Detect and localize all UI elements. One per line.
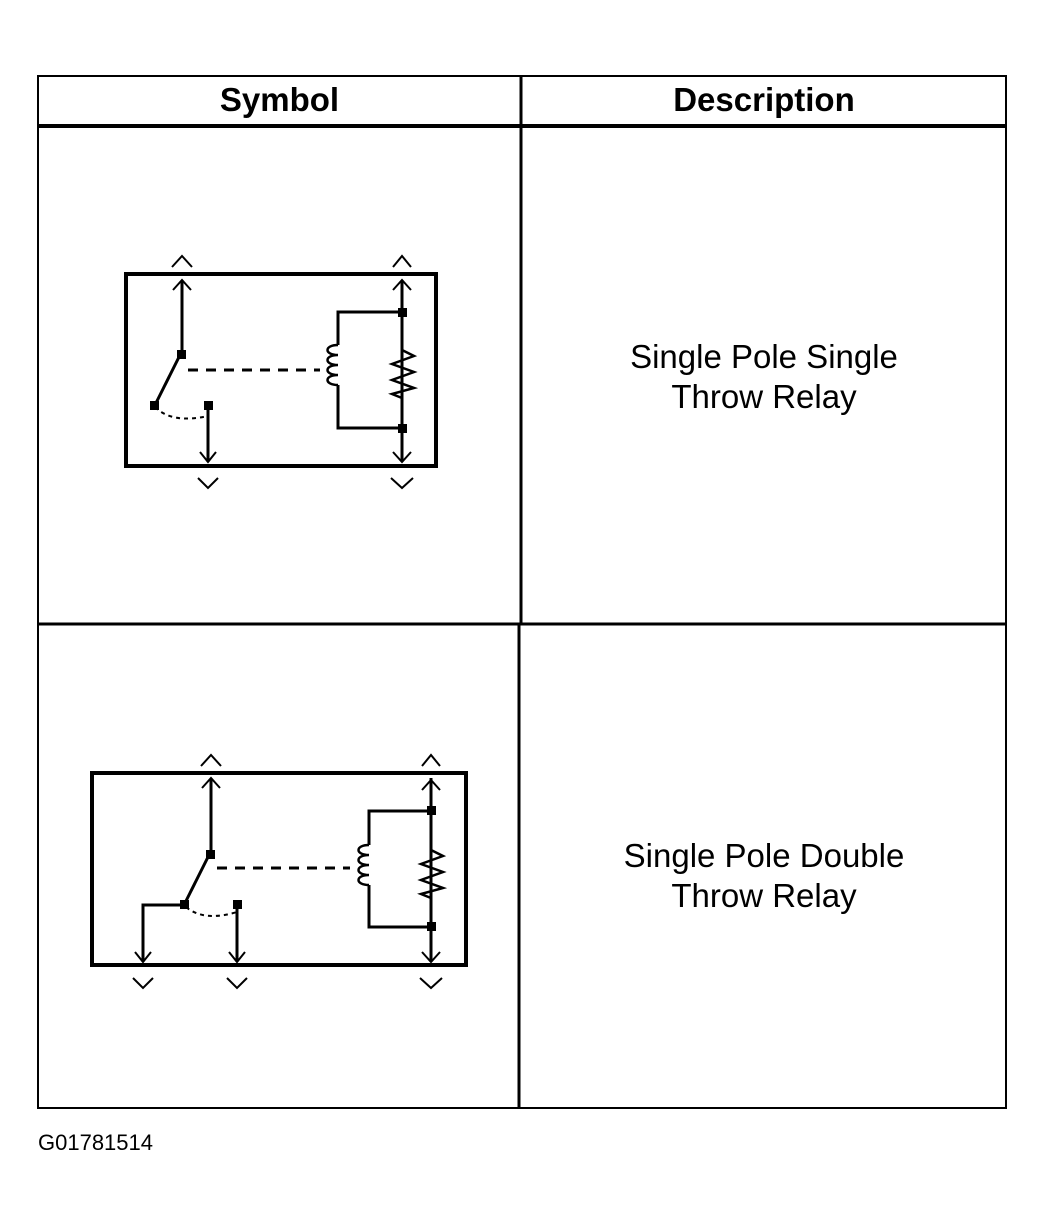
spst-resistor-icon — [388, 348, 419, 400]
row-2-description: Single Pole Double Throw Relay — [522, 836, 1006, 916]
row-2-description-line-1: Single Pole Double — [623, 837, 905, 874]
description-column-header: Description — [673, 81, 855, 118]
row-1-description: Single Pole Single Throw Relay — [522, 337, 1006, 417]
spdt-relay-symbol-icon — [90, 753, 468, 990]
spst-terminal-arrow-down-icon — [197, 477, 219, 490]
spst-coil-icon — [326, 343, 339, 387]
spdt-terminal-nc-arrow-icon — [132, 977, 154, 990]
row-1-description-line-2: Throw Relay — [671, 378, 857, 415]
spdt-resistor-icon — [417, 848, 448, 900]
spst-terminal-arrow-up-icon — [171, 254, 193, 268]
spdt-coil-icon — [357, 843, 370, 887]
row-1-description-line-1: Single Pole Single — [630, 338, 898, 375]
spst-relay-housing — [124, 272, 438, 468]
spdt-terminal-no-arrow-icon — [226, 977, 248, 990]
spdt-relay-housing — [90, 771, 468, 967]
spst-relay-symbol-icon — [124, 254, 438, 490]
symbol-column-header: Symbol — [219, 81, 340, 118]
spdt-terminal-arrow-up-icon — [200, 753, 222, 767]
figure-id: G01781514 — [38, 1130, 153, 1155]
row-2-description-line-2: Throw Relay — [671, 877, 857, 914]
